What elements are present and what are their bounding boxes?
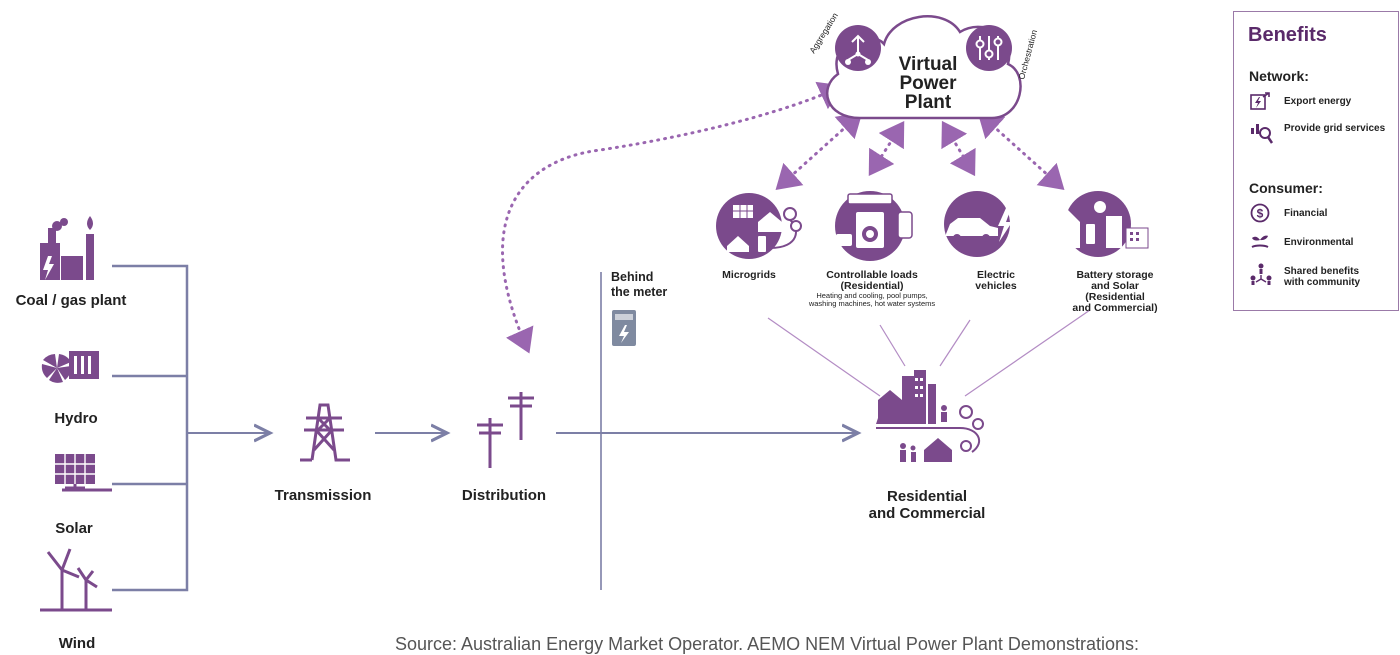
benefits-legend: Benefits Network: Export energy Provide … [1233, 11, 1399, 311]
distribution-label: Distribution [461, 487, 547, 504]
factory-icon [40, 216, 94, 280]
behind-the-meter-label: Behind the meter [611, 270, 668, 299]
controllable-loads-label: Controllable loads (Residential) Heating… [808, 269, 936, 308]
power-pole-icon [477, 392, 534, 468]
benefits-title: Benefits [1248, 24, 1327, 46]
financial-label: Financial [1284, 208, 1328, 219]
hydro-label: Hydro [54, 410, 98, 427]
solar-panel-icon [55, 454, 112, 492]
source-citation: Source: Australian Energy Market Operato… [395, 634, 1139, 654]
consumer-heading: Consumer: [1249, 180, 1323, 196]
battery-solar-icon [1056, 191, 1149, 257]
controllable-loads-icon [835, 191, 913, 261]
network-heading: Network: [1249, 68, 1309, 84]
shared-benefits-label: Shared benefits with community [1284, 266, 1361, 288]
solar-label: Solar [55, 520, 93, 537]
residential-commercial-label: Residential and Commercial [868, 488, 986, 522]
aggregation-icon [835, 25, 881, 71]
electric-vehicles-label: Electric vehicles [975, 269, 1017, 292]
vpp-title: Virtual Power Plant [898, 54, 958, 113]
dollar-icon: $ [1250, 203, 1270, 223]
transmission-tower-icon [300, 403, 350, 462]
source-bus-lines [112, 264, 189, 592]
wind-turbine-icon [40, 548, 112, 612]
grid-services-icon [1251, 124, 1274, 144]
hydro-turbine-icon [41, 351, 99, 383]
orchestration-label: Orchestration [1016, 28, 1039, 80]
wind-label: Wind [58, 635, 96, 652]
residential-commercial-icon [876, 370, 984, 462]
svg-text:$: $ [1257, 207, 1264, 221]
microgrid-icon [716, 193, 802, 259]
transmission-label: Transmission [274, 487, 372, 504]
grid-services-label: Provide grid services [1284, 123, 1386, 134]
environmental-label: Environmental [1284, 237, 1354, 248]
export-energy-label: Export energy [1284, 96, 1352, 107]
orchestration-icon [966, 25, 1012, 71]
vpp-dotted-links [501, 81, 1065, 354]
environmental-icon [1251, 235, 1269, 248]
meter-icon [612, 310, 636, 346]
export-energy-icon [1250, 92, 1270, 110]
electric-vehicle-icon [944, 191, 1012, 257]
coal-gas-plant-label: Coal / gas plant [15, 292, 127, 309]
battery-storage-label: Battery storage and Solar (Residential a… [1072, 269, 1158, 314]
community-icon [1250, 263, 1272, 285]
microgrids-label: Microgrids [722, 269, 776, 281]
resource-connector-lines [767, 309, 1091, 397]
